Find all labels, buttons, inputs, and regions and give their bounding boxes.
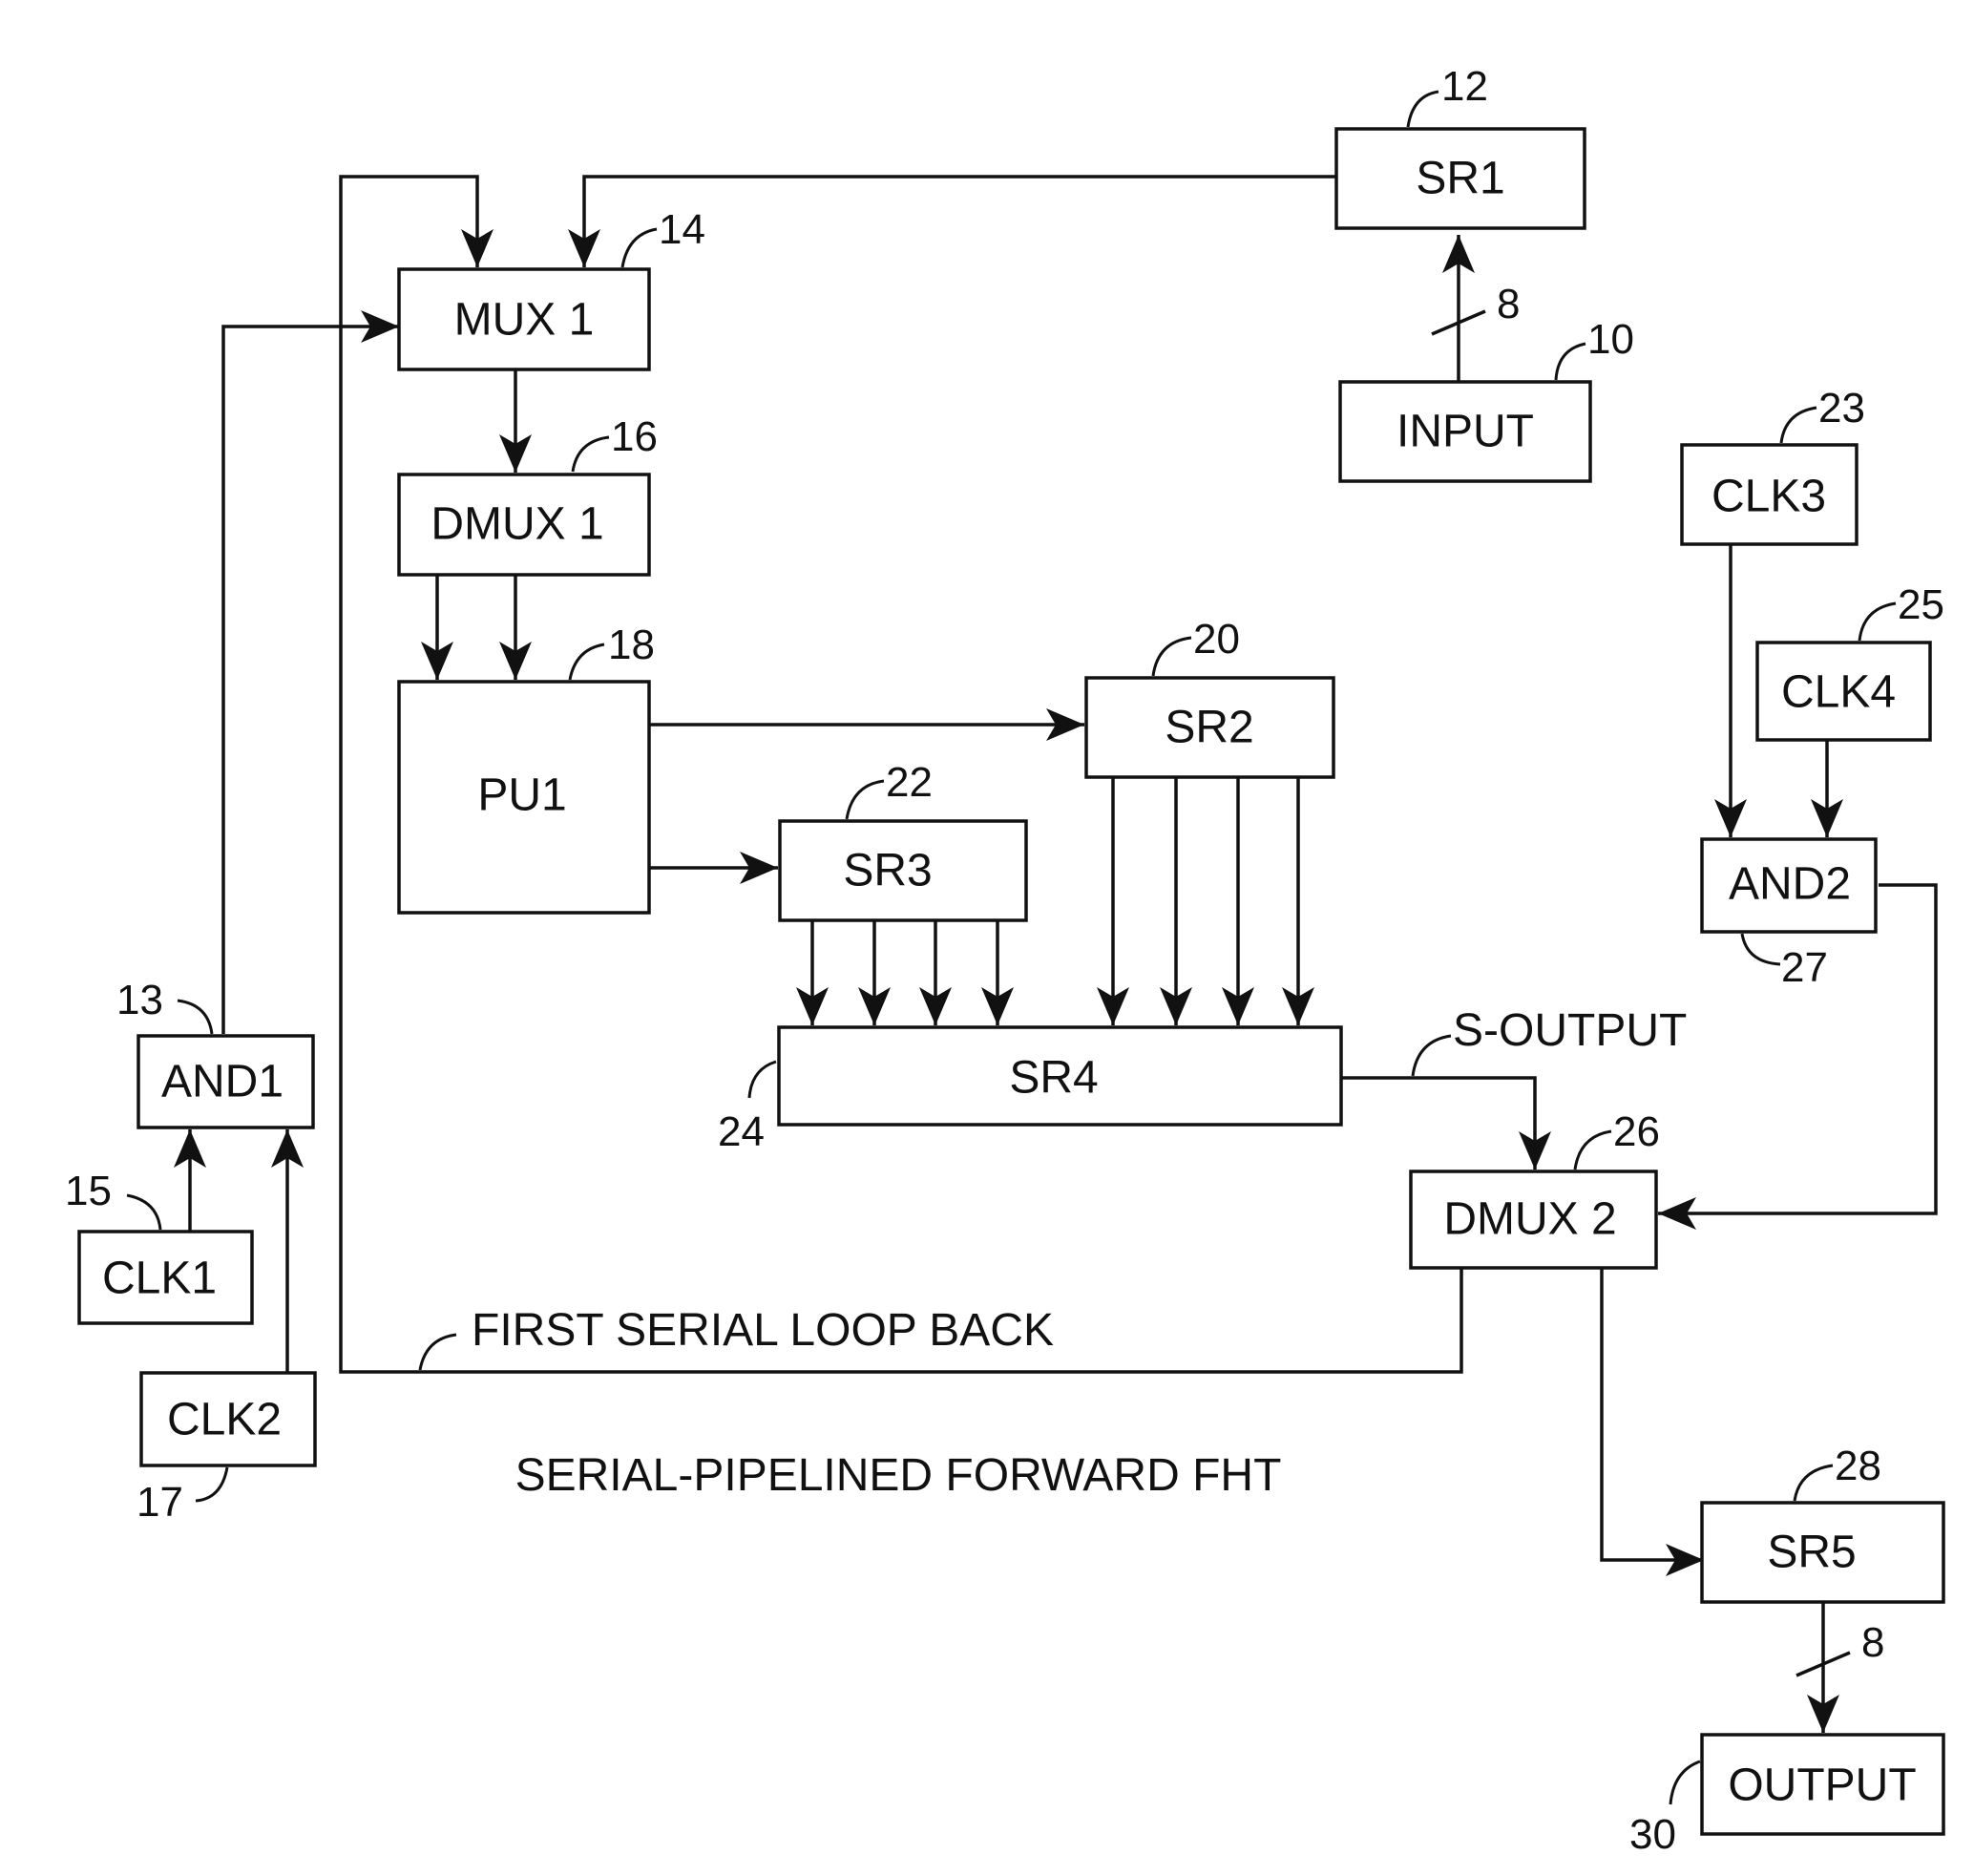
input-label: INPUT: [1396, 407, 1534, 457]
bus-width-out-label: 8: [1861, 1619, 1884, 1666]
ref-12: 12: [1441, 63, 1488, 110]
mux1-label: MUX 1: [454, 295, 595, 346]
ref-24: 24: [718, 1108, 765, 1155]
output-block: OUTPUT: [1702, 1735, 1943, 1834]
ref-10: 10: [1587, 316, 1634, 363]
mux1-block: MUX 1: [399, 269, 649, 369]
and2-to-dmux2-wire: [1658, 885, 1936, 1213]
ref-15: 15: [65, 1168, 112, 1214]
clk3-block: CLK3: [1682, 445, 1857, 544]
ref-16: 16: [611, 413, 658, 460]
sr2-label: SR2: [1165, 703, 1253, 753]
ref-28: 28: [1835, 1443, 1881, 1489]
clk1-label: CLK1: [102, 1254, 217, 1304]
reference-numerals: 12 10 14 16 18 20 22 24 23 25 27 13 15 1…: [65, 63, 1944, 1858]
dmux2-block: DMUX 2: [1411, 1171, 1656, 1268]
clk3-label: CLK3: [1712, 472, 1826, 522]
ref-17: 17: [136, 1479, 183, 1526]
ref-14: 14: [659, 206, 705, 253]
sr1-block: SR1: [1336, 129, 1585, 228]
dmux2-to-sr5-wire: [1602, 1268, 1704, 1560]
and1-label: AND1: [161, 1057, 284, 1107]
and1-to-mux1-wire: [223, 327, 399, 1034]
ref-18: 18: [608, 622, 655, 668]
clk4-label: CLK4: [1781, 667, 1896, 718]
output-label: OUTPUT: [1728, 1760, 1916, 1811]
clk2-block: CLK2: [141, 1373, 315, 1465]
ref-13: 13: [116, 977, 163, 1023]
ref-23: 23: [1818, 385, 1865, 432]
figure-caption: SERIAL-PIPELINED FORWARD FHT: [515, 1450, 1282, 1501]
sr2-block: SR2: [1086, 678, 1334, 777]
pu1-block: PU1: [399, 682, 649, 913]
dmux2-label: DMUX 2: [1443, 1194, 1616, 1245]
input-block: INPUT: [1340, 382, 1590, 481]
ref-30: 30: [1629, 1811, 1676, 1858]
and1-block: AND1: [138, 1036, 313, 1128]
sr4-to-dmux2-wire: [1341, 1078, 1535, 1170]
ref-20: 20: [1193, 616, 1240, 663]
sr4-block: SR4: [779, 1027, 1341, 1125]
sr4-label: SR4: [1009, 1053, 1098, 1104]
sr3-block: SR3: [780, 821, 1026, 920]
clk2-label: CLK2: [167, 1395, 282, 1445]
sr3-label: SR3: [843, 846, 932, 896]
clk1-block: CLK1: [79, 1232, 252, 1323]
ref-22: 22: [886, 759, 933, 806]
sr1-label: SR1: [1416, 154, 1504, 204]
ref-27: 27: [1781, 944, 1828, 991]
clk4-block: CLK4: [1757, 643, 1930, 740]
s-output-label: S-OUTPUT: [1453, 1005, 1687, 1056]
ref-25: 25: [1898, 581, 1944, 628]
blocks: SR1 INPUT MUX 1 DMUX 1 PU1 SR2 SR3 SR4: [79, 129, 1943, 1834]
dmux1-label: DMUX 1: [430, 499, 603, 550]
and2-block: AND2: [1702, 839, 1876, 932]
sr5-block: SR5: [1702, 1503, 1943, 1602]
and2-label: AND2: [1729, 859, 1851, 910]
loop-back-label: FIRST SERIAL LOOP BACK: [472, 1305, 1054, 1356]
bus-width-in-label: 8: [1497, 281, 1520, 327]
dmux1-block: DMUX 1: [399, 474, 649, 575]
sr5-label: SR5: [1767, 1528, 1856, 1578]
pu1-label: PU1: [477, 770, 566, 821]
ref-26: 26: [1613, 1108, 1660, 1155]
